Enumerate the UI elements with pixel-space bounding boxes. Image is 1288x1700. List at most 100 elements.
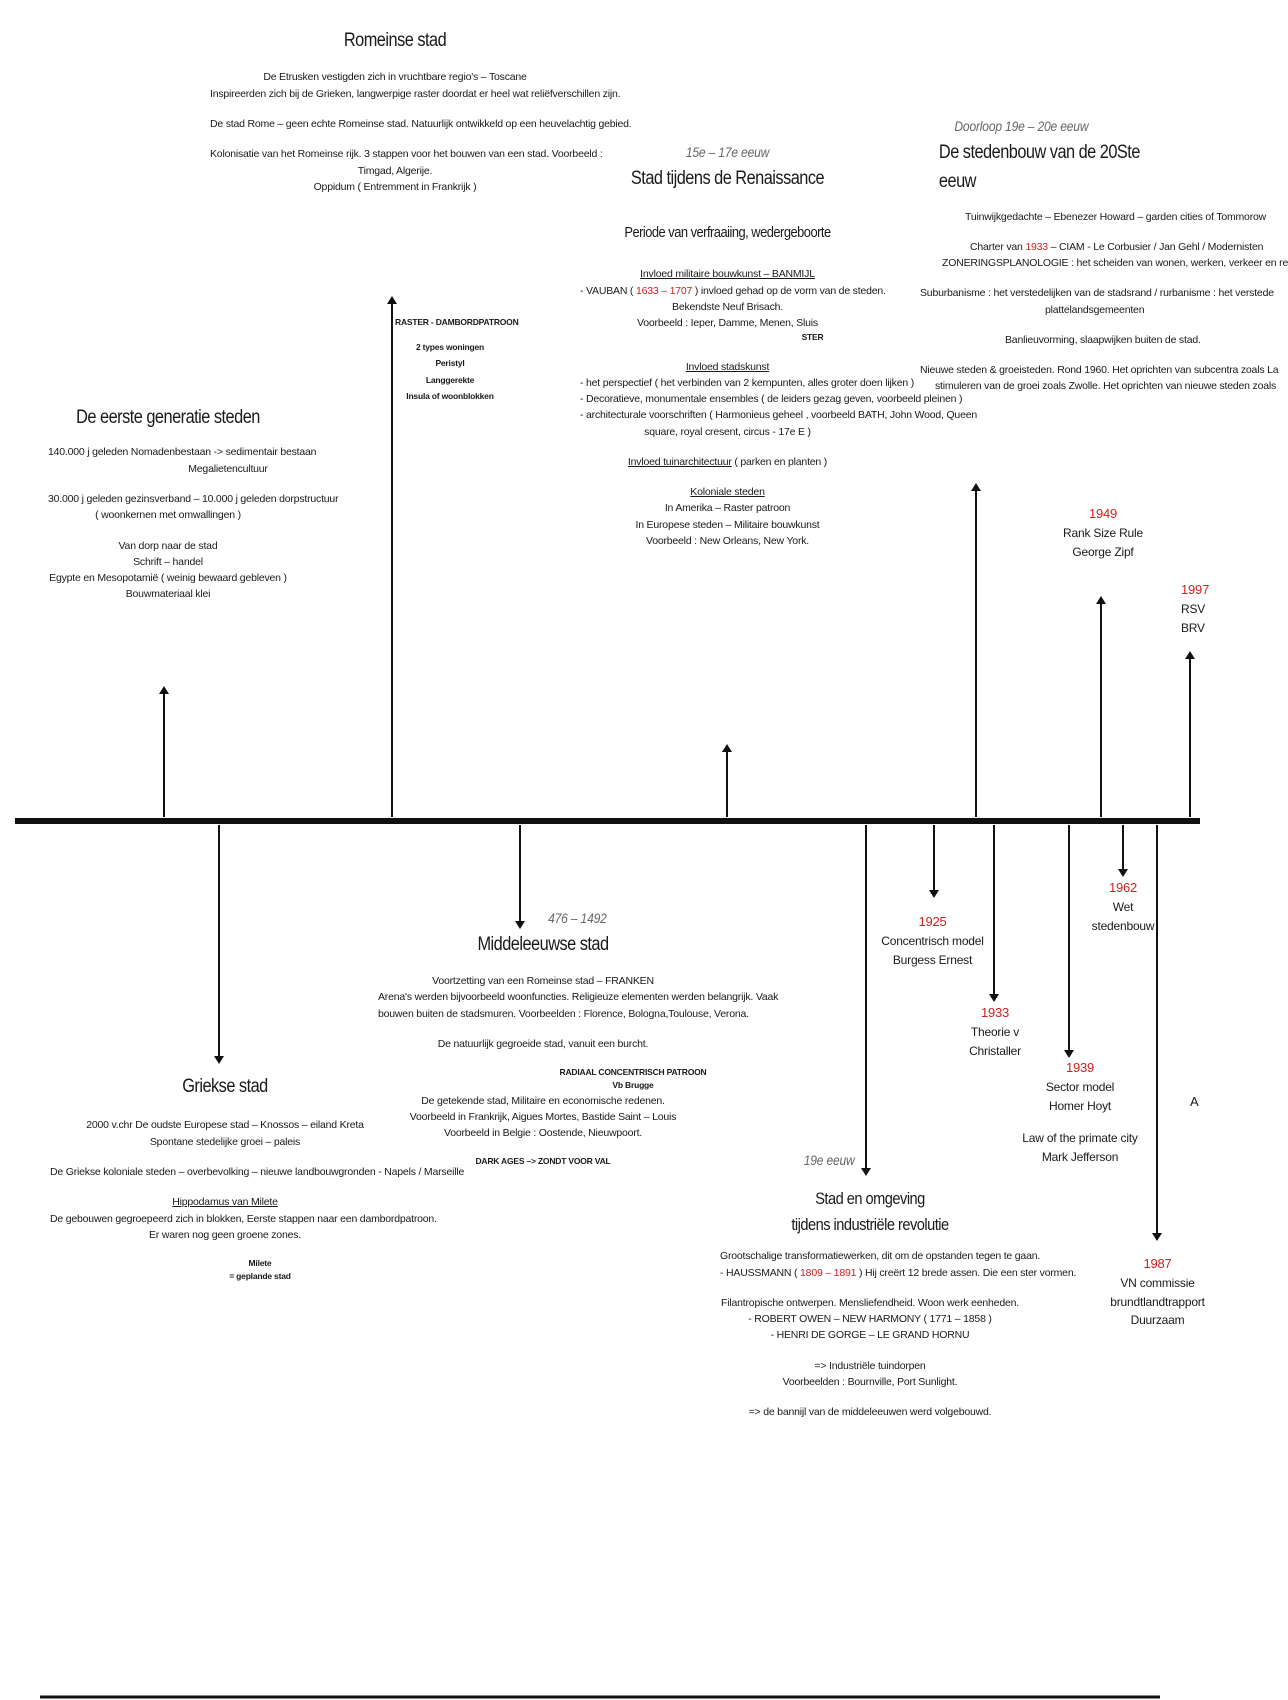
romeinse-line-4: Kolonisatie van het Romeinse rijk. 3 sta… xyxy=(210,148,603,161)
renaissance-line-4: Voorbeeld : Ieper, Damme, Menen, Sluis xyxy=(637,317,818,330)
vn-year: 1987 xyxy=(1143,1256,1172,1271)
twintigste-line-6: Banlieuvorming, slaapwijken buiten de st… xyxy=(1005,333,1201,346)
eerste-block: De eerste generatie steden 140.000 j gel… xyxy=(48,403,339,603)
industrie-line-8: => de bannijl van de middeleeuwen werd v… xyxy=(748,1406,992,1419)
middel-line-9: Voorbeeld in Belgie : Oostende, Nieuwpoo… xyxy=(443,1127,643,1140)
renaissance-line-9: - architecturale voorschriften ( Harmoni… xyxy=(580,409,977,422)
hoyt-year: 1939 xyxy=(1065,1060,1095,1075)
griekse-title: Griekse stad xyxy=(182,1076,268,1097)
eerste-line-3: 30.000 j geleden gezinsverband – 10.000 … xyxy=(48,492,339,505)
twintigste-line-7: Nieuwe steden & groeisteden. Rond 1960. … xyxy=(920,364,1279,377)
romeinse-line-5: Timgad, Algerije. xyxy=(357,164,433,177)
christaller-line-2: Christaller xyxy=(969,1043,1021,1058)
industrie-line-2: - HAUSSMANN ( 1809 – 1891 ) Hij creërt 1… xyxy=(720,1265,1076,1281)
renaissance-line-8: - Decoratieve, monumentale ensembles ( d… xyxy=(580,393,963,406)
renaissance-line-11b: ( parken en planten ) xyxy=(731,455,828,468)
renaissance-line-11: Invloed tuinarchitectuur ( parken en pla… xyxy=(580,454,875,470)
renaissance-line-11a: Invloed tuinarchitectuur xyxy=(627,455,732,468)
burgess-block: 1925 Concentrisch model Burgess Ernest xyxy=(880,912,985,969)
burgess-line-2: Burgess Ernest xyxy=(892,952,973,967)
twintigste-line-3: ZONERINGSPLANOLOGIE : het scheiden van w… xyxy=(942,257,1288,270)
griekse-line-8: = geplande stad xyxy=(229,1271,291,1282)
raster-line-5: Insula of woonblokken xyxy=(406,391,494,402)
eerste-line-2: Megalietencultuur xyxy=(188,462,268,475)
vn-line-1: VN commissie xyxy=(1120,1276,1195,1291)
middel-era: 476 – 1492 xyxy=(548,910,607,926)
twintigste-era: Doorloop 19e – 20e eeuw xyxy=(954,118,1089,134)
wet-block: 1962 Wet stedenbouw xyxy=(1083,878,1163,935)
romeinse-line-3: De stad Rome – geen echte Romeinse stad.… xyxy=(210,117,632,130)
griekse-line-6: Er waren nog geen groene zones. xyxy=(149,1228,301,1241)
hoyt-line-2: Homer Hoyt xyxy=(1048,1098,1111,1113)
renaissance-line-1: Invloed militaire bouwkunst – BANMIJL xyxy=(640,268,815,281)
industrie-line-6: => Industriële tuindorpen xyxy=(814,1359,926,1372)
middel-line-7: De getekende stad, Militaire en economis… xyxy=(421,1094,665,1107)
renaissance-line-6: Invloed stadskunst xyxy=(685,360,770,373)
eerste-line-8: Bouwmateriaal klei xyxy=(125,588,211,601)
raster-line-2: 2 types woningen xyxy=(415,341,485,352)
wet-year: 1962 xyxy=(1108,880,1138,895)
romeinse-line-2: Inspireerden zich bij de Grieken, langwe… xyxy=(210,87,621,100)
eerste-line-5: Van dorp naar de stad xyxy=(118,539,218,552)
twintigste-line-2: Charter van 1933 – CIAM - Le Corbusier /… xyxy=(920,239,1263,255)
renaissance-line-15: Voorbeeld : New Orleans, New York. xyxy=(645,535,810,547)
eerste-line-4: ( woonkernen met omwallingen ) xyxy=(95,509,241,522)
griekse-block: Griekse stad 2000 v.chr De oudste Europe… xyxy=(50,1072,464,1283)
middel-line-8: Voorbeeld in Frankrijk, Aigues Mortes, B… xyxy=(409,1110,677,1123)
twintigste-line-4: Suburbanisme : het verstedelijken van de… xyxy=(920,287,1274,300)
burgess-year: 1925 xyxy=(918,914,947,929)
edge-fragment: A xyxy=(1190,1092,1202,1112)
renaissance-line-2a: - VAUBAN ( xyxy=(580,284,636,297)
renaissance-era: 15e – 17e eeuw xyxy=(685,144,770,160)
burgess-line-1: Concentrisch model xyxy=(881,934,984,949)
hoyt-line-3: Law of the primate city xyxy=(1022,1131,1138,1146)
renaissance-line-13: In Amerika – Raster patroon xyxy=(664,502,791,515)
griekse-line-7: Milete xyxy=(248,1258,272,1269)
christaller-block: 1933 Theorie v Christaller xyxy=(955,1003,1035,1060)
rsv-line-2: BRV xyxy=(1181,620,1205,635)
edge-line-1: A xyxy=(1190,1094,1199,1109)
vn-line-3: Duurzaam xyxy=(1130,1313,1185,1328)
renaissance-line-14: In Europese steden – Militaire bouwkunst xyxy=(635,518,820,531)
raster-line-3: Peristyl xyxy=(435,358,465,369)
industrie-title-2: tijdens industriële revolutie xyxy=(791,1215,949,1235)
griekse-line-5: De gebouwen gegroepeerd zich in blokken,… xyxy=(50,1212,437,1225)
industrie-line-4: - ROBERT OWEN – NEW HARMONY ( 1771 – 185… xyxy=(748,1313,992,1326)
eerste-line-1: 140.000 j geleden Nomadenbestaan -> sedi… xyxy=(48,446,317,459)
eerste-title: De eerste generatie steden xyxy=(76,407,260,428)
romeinse-title: Romeinse stad xyxy=(343,30,447,51)
rank-line-2: George Zipf xyxy=(1072,544,1134,559)
middel-line-3: bouwen buiten de stadsmuren. Voorbeelden… xyxy=(378,1007,749,1020)
eerste-line-7: Egypte en Mesopotamië ( weinig bewaard g… xyxy=(49,572,287,585)
raster-line-1: RASTER - DAMBORDPATROON xyxy=(395,317,519,327)
industrie-title-1: Stad en omgeving xyxy=(815,1188,925,1208)
vn-line-2: brundtlandtrapport xyxy=(1110,1294,1205,1309)
industrie-line-1: Grootschalige transformatiewerken, dit o… xyxy=(720,1250,1041,1263)
twintigste-line-5: plattelandsgemeenten xyxy=(1045,303,1145,316)
renaissance-line-3: Bekendste Neuf Brisach. xyxy=(672,300,783,313)
romeinse-block: Romeinse stad De Etrusken vestigden zich… xyxy=(210,26,632,195)
griekse-line-1: 2000 v.chr De oudste Europese stad – Kno… xyxy=(86,1119,364,1132)
wet-line-1: Wet xyxy=(1112,900,1134,915)
christaller-year: 1933 xyxy=(980,1005,1010,1020)
twintigste-block: Doorloop 19e – 20e eeuw De stedenbouw va… xyxy=(920,116,1288,395)
middel-block: 476 – 1492 Middeleeuwse stad Voortzettin… xyxy=(378,908,778,1169)
middel-line-1: Voortzetting van een Romeinse stad – FRA… xyxy=(432,975,654,988)
raster-block: RASTER - DAMBORDPATROON 2 types woningen… xyxy=(395,314,519,405)
industrie-line-7: Voorbeelden : Bournville, Port Sunlight. xyxy=(782,1375,958,1388)
renaissance-line-2: - VAUBAN ( 1633 – 1707 ) invloed gehad o… xyxy=(580,283,886,299)
eerste-line-6: Schrift – handel xyxy=(133,555,203,568)
middel-line-4: De natuurlijk gegroeide stad, vanuit een… xyxy=(437,1037,649,1050)
rank-year: 1949 xyxy=(1088,506,1118,521)
twintigste-line-2a: Charter van xyxy=(970,240,1026,253)
industrie-line-5: - HENRI DE GORGE – LE GRAND HORNU xyxy=(770,1329,970,1342)
industrie-line-2b: ) Hij creërt 12 brede assen. Die een ste… xyxy=(856,1266,1077,1279)
hoyt-line-1: Sector model xyxy=(1045,1080,1115,1095)
industrie-haussmann-years: 1809 – 1891 xyxy=(800,1266,857,1279)
romeinse-line-1: De Etrusken vestigden zich in vruchtbare… xyxy=(263,71,527,84)
christaller-line-1: Theorie v xyxy=(970,1025,1020,1040)
renaissance-line-12: Koloniale steden xyxy=(690,486,765,499)
romeinse-line-6: Oppidum ( Entremment in Frankrijk ) xyxy=(313,180,477,193)
griekse-line-2: Spontane stedelijke groei – paleis xyxy=(149,1135,301,1148)
middel-title: Middeleeuwse stad xyxy=(477,933,609,955)
